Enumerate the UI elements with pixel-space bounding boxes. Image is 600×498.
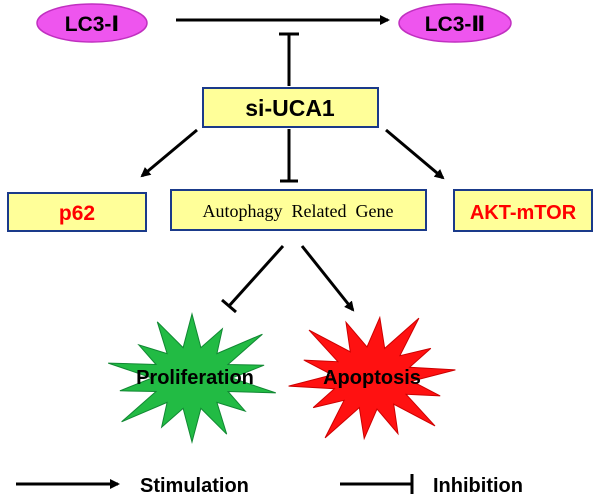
- proliferation-node: Proliferation: [108, 312, 276, 444]
- si-uca1-to-akt-mtor-arrow: [385, 128, 445, 180]
- si-uca1-box: [202, 87, 379, 128]
- akt-mtor-node: AKT-mTOR: [453, 189, 593, 232]
- autophagy-to-apoptosis-arrow: [300, 245, 355, 312]
- apoptosis-node: Apoptosis: [288, 315, 456, 441]
- si-uca1-node: si-UCA1: [202, 87, 379, 128]
- si-uca1-to-p62-arrow: [140, 128, 198, 178]
- p62-box: [7, 192, 147, 232]
- apoptosis-starburst: [288, 315, 456, 441]
- si-uca1-inhibits-conversion: [279, 32, 299, 86]
- lc3-i-node: LC3-Ⅰ: [36, 3, 148, 43]
- autophagy-gene-label: Autophagy Related Gene: [203, 201, 394, 221]
- autophagy-gene-node: Autophagy Related Gene: [170, 189, 427, 231]
- p62-node: p62: [7, 192, 147, 232]
- si-uca1-inhibits-autophagy: [280, 129, 298, 183]
- lc3-ii-shape: [398, 3, 512, 43]
- akt-mtor-box: [453, 189, 593, 232]
- legend-inhibition-label: Inhibition: [433, 475, 523, 497]
- lc3-i-label: LC3-Ⅰ: [65, 13, 119, 36]
- legend: Stimulation Inhibition: [16, 474, 523, 497]
- lc3-ii-node: LC3-Ⅱ: [398, 3, 512, 43]
- proliferation-label: Proliferation: [136, 367, 254, 389]
- legend-stimulation-label: Stimulation: [140, 475, 249, 497]
- apoptosis-label: Apoptosis: [323, 367, 421, 389]
- akt-mtor-label: AKT-mTOR: [470, 202, 577, 224]
- p62-label: p62: [59, 202, 95, 225]
- lc3-i-shape: [36, 3, 148, 43]
- proliferation-starburst: [108, 312, 276, 444]
- autophagy-inhibits-proliferation: [221, 244, 285, 314]
- autophagy-gene-box: [170, 189, 427, 231]
- lc3-ii-label: LC3-Ⅱ: [425, 13, 486, 36]
- si-uca1-label: si-UCA1: [245, 95, 335, 121]
